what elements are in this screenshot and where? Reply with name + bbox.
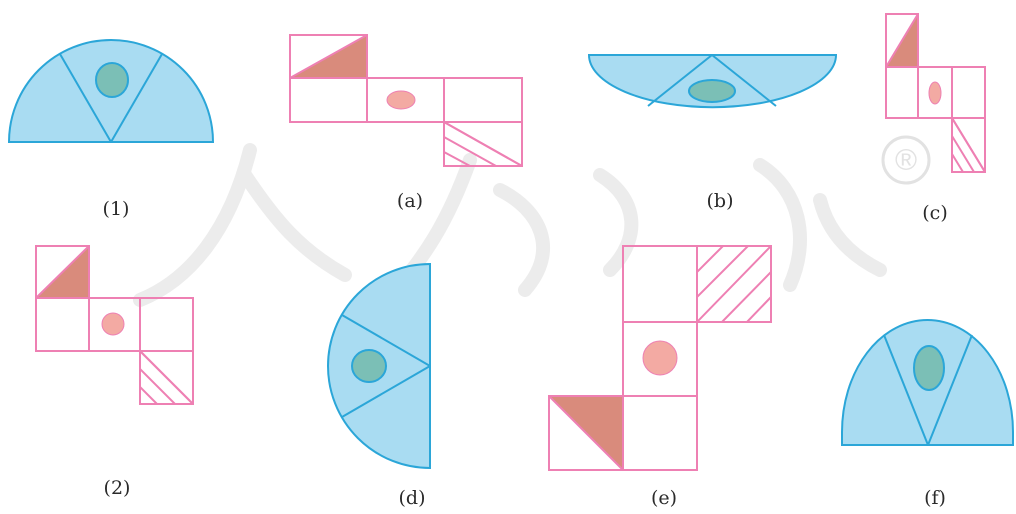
caption-a: (a) bbox=[396, 190, 424, 212]
semicircle-figure-b bbox=[587, 54, 838, 109]
caption-c: (c) bbox=[922, 202, 948, 224]
semicircle-figure-f bbox=[841, 319, 1014, 446]
svg-text:®: ® bbox=[895, 144, 917, 177]
caption-b: (b) bbox=[706, 190, 734, 212]
radius-line bbox=[711, 54, 777, 107]
pink-dot bbox=[101, 312, 125, 336]
hatch-line bbox=[697, 246, 724, 273]
caption-f: (f) bbox=[924, 487, 946, 509]
caption-2: (2) bbox=[103, 477, 131, 499]
radius-line bbox=[341, 365, 431, 418]
caption-d: (d) bbox=[398, 487, 426, 509]
hatch-line bbox=[140, 386, 158, 404]
hatch-line bbox=[952, 135, 975, 172]
center-dot bbox=[95, 62, 129, 98]
registered-mark: ® bbox=[881, 135, 931, 185]
pink-dot bbox=[642, 340, 678, 376]
hatch-line bbox=[444, 136, 497, 166]
watermark-stroke bbox=[593, 168, 639, 277]
hatch-line bbox=[140, 368, 176, 404]
semicircle-figure-1 bbox=[7, 39, 215, 143]
hatch-line bbox=[952, 153, 964, 172]
center-dot bbox=[688, 79, 736, 103]
radius-line bbox=[59, 53, 112, 143]
hatch-line bbox=[721, 271, 771, 322]
hatch-line bbox=[697, 246, 749, 298]
watermark-stroke bbox=[133, 143, 257, 307]
radius-line bbox=[110, 53, 163, 143]
watermark-stroke bbox=[493, 183, 550, 297]
semicircle-figure-d bbox=[327, 262, 431, 470]
hatch-line bbox=[697, 246, 771, 322]
hatch-line bbox=[444, 151, 471, 166]
pink-dot bbox=[386, 90, 416, 110]
pink-dot bbox=[928, 81, 942, 105]
caption-1: (1) bbox=[102, 198, 130, 220]
caption-e: (e) bbox=[650, 487, 678, 509]
watermark-stroke bbox=[753, 158, 807, 292]
radius-line bbox=[883, 334, 929, 446]
center-dot bbox=[351, 349, 387, 383]
pink-grid-figure-a bbox=[289, 34, 523, 167]
pink-grid-figure-e bbox=[548, 245, 772, 471]
watermark-stroke bbox=[238, 168, 352, 282]
watermark-stroke bbox=[813, 193, 887, 277]
pink-grid-figure-2 bbox=[35, 245, 194, 405]
pink-grid-figure-c bbox=[885, 13, 986, 173]
watermark bbox=[133, 143, 887, 307]
center-dot bbox=[913, 345, 945, 391]
radius-line bbox=[341, 314, 431, 367]
radius-line bbox=[927, 334, 973, 446]
radius-line bbox=[647, 54, 713, 107]
hatch-line bbox=[746, 296, 771, 322]
